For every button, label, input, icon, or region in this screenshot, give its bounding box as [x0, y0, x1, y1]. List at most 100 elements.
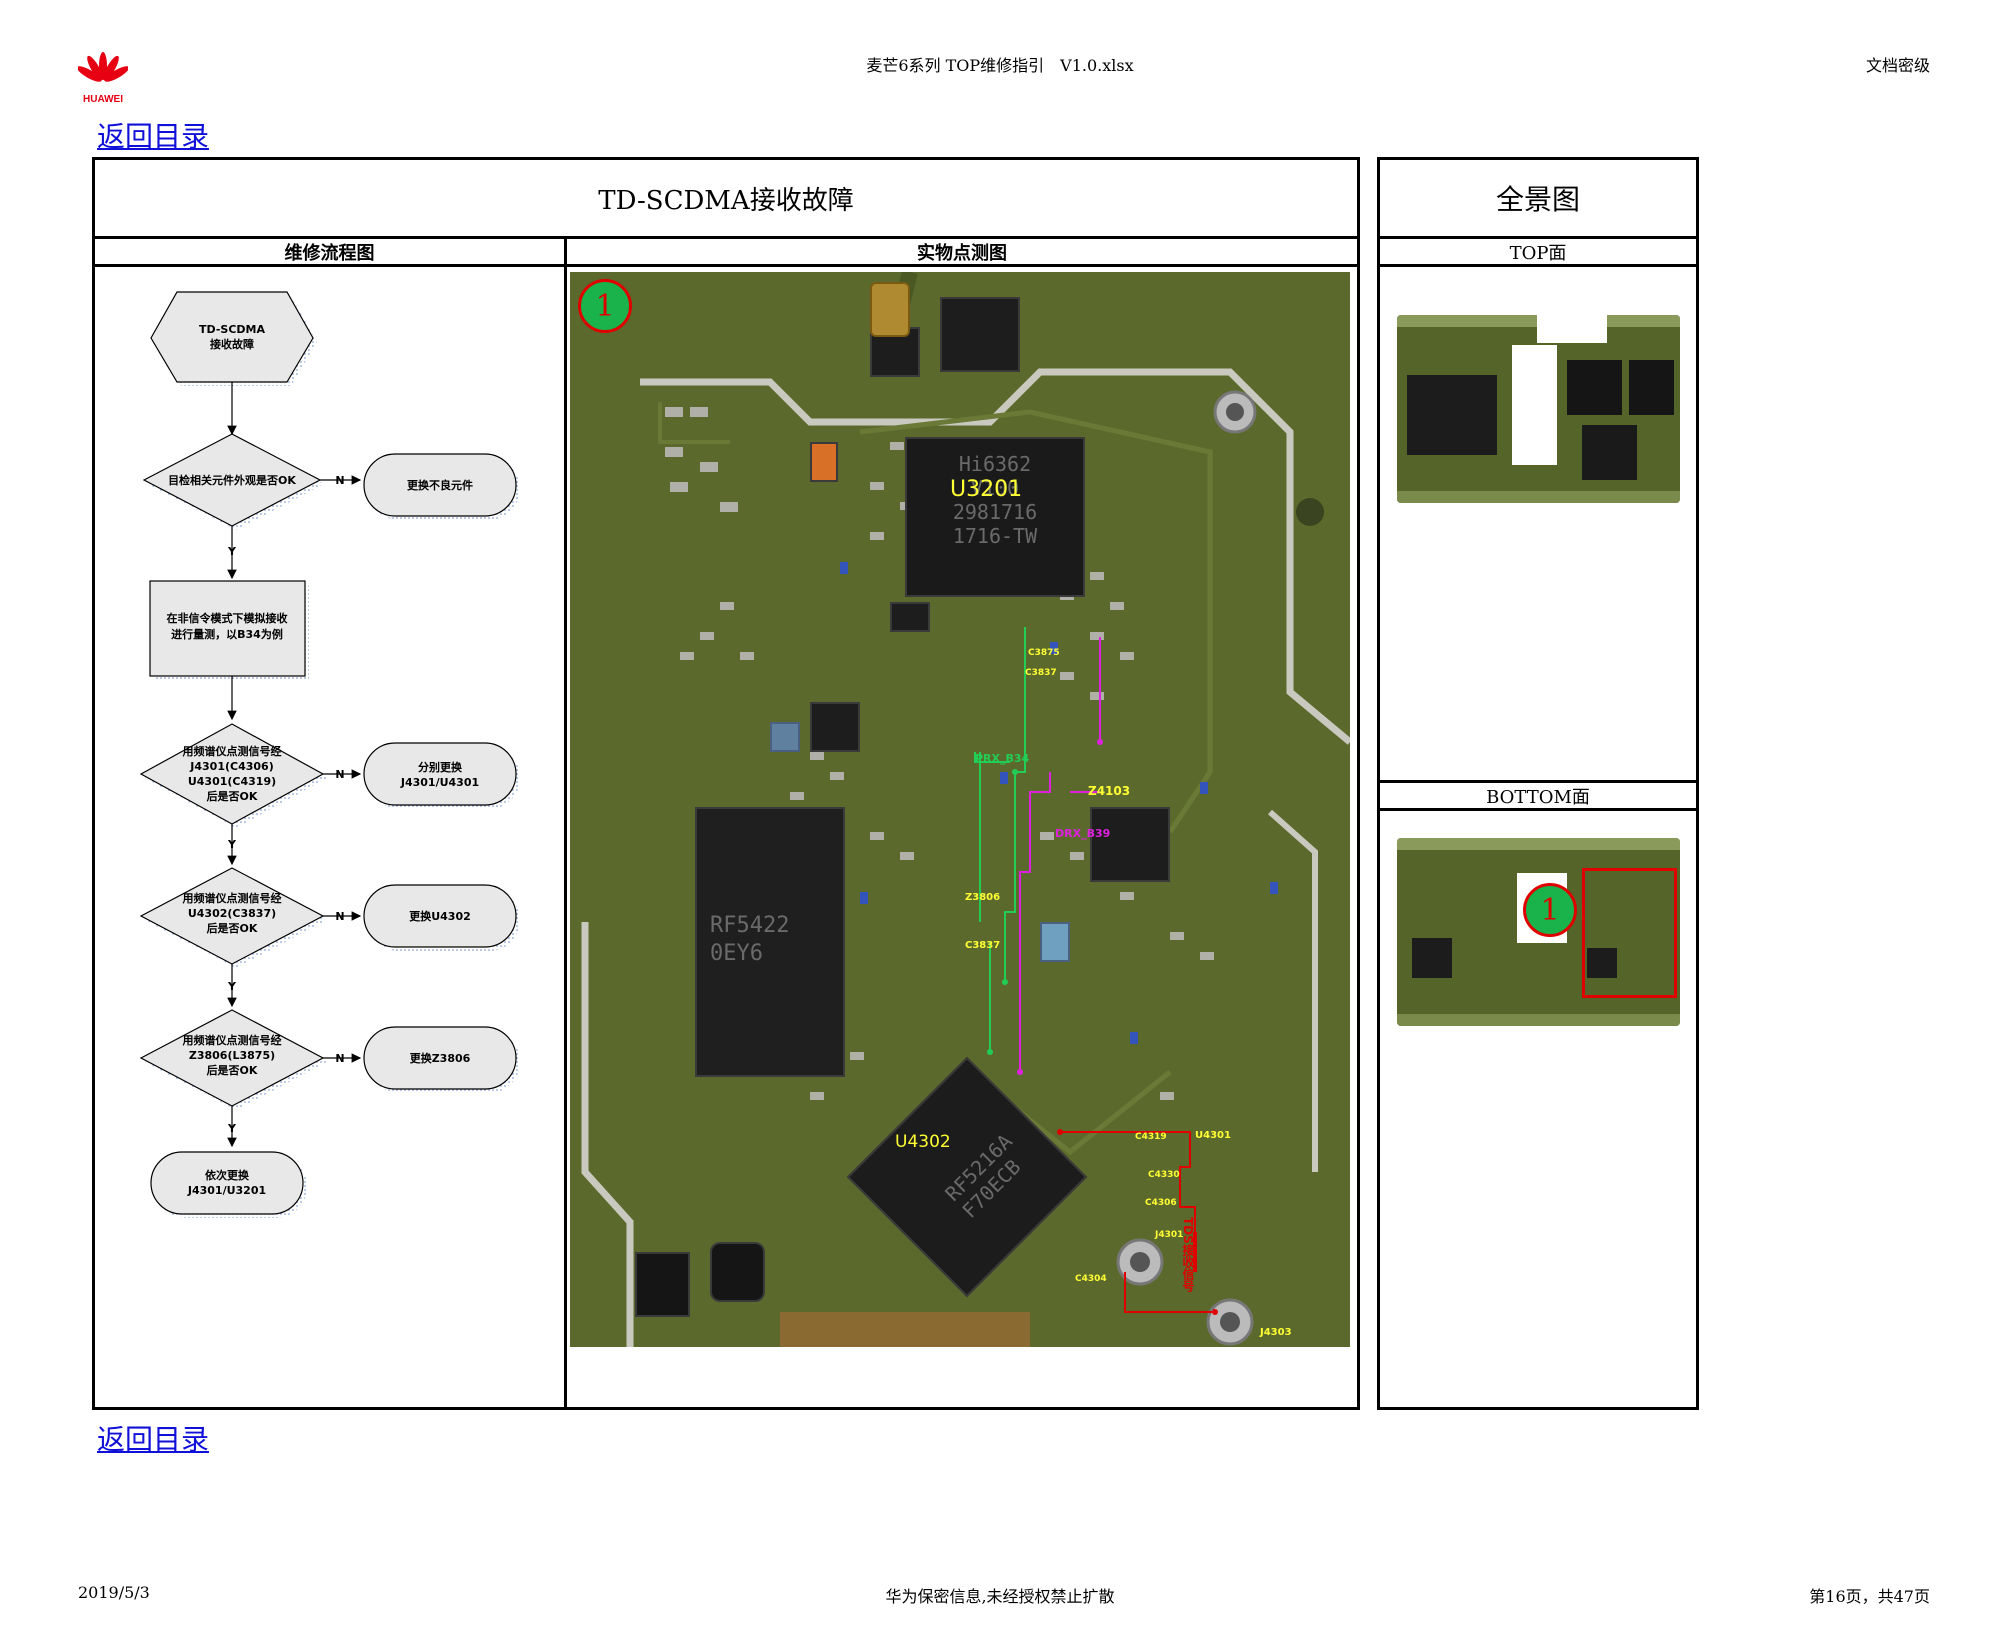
back-to-contents-link-top[interactable]: 返回目录 [97, 120, 210, 153]
photo-marker-text: 1 [595, 288, 615, 324]
huawei-flower-icon [76, 52, 130, 82]
label-j4303: J4303 [1260, 1327, 1292, 1338]
column-divider [564, 267, 567, 1407]
flow-header: 维修流程图 [95, 239, 567, 267]
action-3 [363, 884, 517, 948]
footer-date: 2019/5/3 [78, 1583, 150, 1602]
action-3-text: 更换U4302 [409, 909, 471, 923]
label-u4302: U4302 [895, 1132, 951, 1152]
label-u4301: U4301 [1195, 1130, 1231, 1141]
decision-4-text-1: 用频谱仪点测信号经 [183, 1033, 282, 1047]
label-c3837-top: C3837 [1025, 668, 1057, 678]
chip-small-5 [810, 702, 860, 752]
label-c4306: C4306 [1145, 1198, 1177, 1208]
overview-marker-text: 1 [1540, 892, 1560, 928]
process-1 [149, 580, 306, 677]
decision-2-text-1: 用频谱仪点测信号经 [183, 744, 282, 758]
chip-u3201-text: Hi6362 V100 2981716 1716-TW [915, 452, 1075, 548]
overview-title: 全景图 [1380, 160, 1696, 239]
classification-label: 文档密级 [1865, 56, 1930, 75]
no-label-3: N [335, 910, 344, 923]
file-title: 麦芒6系列 TOP维修指引 V1.0.xlsx [866, 56, 1134, 75]
main-title: TD-SCDMA接收故障 [95, 160, 1357, 239]
top-board-image [1397, 315, 1680, 503]
action-2 [363, 742, 517, 806]
start-text-2: 接收故障 [210, 337, 254, 351]
decision-2-text-4: 后是否OK [207, 789, 258, 803]
start-shape [150, 291, 314, 383]
chip-small-4 [890, 602, 930, 632]
photo-header: 实物点测图 [567, 239, 1357, 267]
decision-3-text-3: 后是否OK [207, 921, 258, 935]
chip-inductor [635, 1252, 690, 1317]
decision-3-text-1: 用频谱仪点测信号经 [183, 891, 282, 905]
action-4-text: 更换Z3806 [410, 1051, 471, 1065]
back-to-contents-link-bottom[interactable]: 返回目录 [97, 1423, 210, 1456]
label-z4103: Z4103 [1088, 784, 1131, 798]
label-u3201: U3201 [950, 477, 1023, 502]
no-label-4: N [335, 1052, 344, 1065]
start-text-1: TD-SCDMA [199, 323, 265, 336]
yes-label-4: Y [227, 1122, 237, 1135]
overview-bottom-label: BOTTOM面 [1380, 783, 1696, 811]
yes-label-3: Y [227, 980, 237, 993]
decision-2 [139, 723, 325, 825]
action-4 [363, 1026, 517, 1090]
chip-ic-teal [770, 722, 800, 752]
decision-2-text-2: J4301(C4306) [189, 760, 273, 773]
label-prx: PRX_B34 [975, 752, 1030, 765]
photo-marker: 1 [578, 279, 632, 333]
end-text-2: J4301/U3201 [187, 1184, 266, 1197]
label-z3806: Z3806 [965, 892, 1001, 903]
bottom-board-highlight [1582, 868, 1677, 998]
chip-rf5422-text: RF5422 0EY6 [710, 912, 789, 968]
chip-ic-teal-2 [1040, 922, 1070, 962]
u3201-marking-1: Hi6362 [958, 452, 1032, 476]
chip-inductor-2 [710, 1242, 765, 1302]
chip-rf5422 [695, 807, 845, 1077]
yes-label-2: Y [227, 838, 237, 851]
decision-3-text-2: U4302(C3837) [188, 907, 276, 920]
label-c3837-bottom: C3837 [965, 940, 1001, 951]
overview-mid-divider [1380, 780, 1696, 783]
overview-panel [1377, 157, 1699, 1410]
chip-u3201 [905, 437, 1085, 597]
flowchart: TD-SCDMA 接收故障 目检相关元件外观是否OK N 更换不良元件 Y 在非… [139, 291, 520, 1218]
no-label-1: N [335, 474, 344, 487]
label-j4301: J4301 [1155, 1230, 1184, 1240]
decision-4-text-2: Z3806(L3875) [189, 1049, 275, 1062]
label-drx: DRX_B39 [1055, 827, 1111, 840]
decision-1-text: 目检相关元件外观是否OK [168, 473, 296, 487]
overview-marker: 1 [1523, 883, 1577, 937]
process-1-text-2: 进行量测，以B34为例 [171, 627, 283, 641]
label-rx-signal: TDS接收信号 [1181, 1217, 1195, 1292]
rf5422-marking-1: RF5422 [710, 913, 790, 938]
chip-orange [810, 442, 838, 482]
label-c4330: C4330 [1148, 1170, 1180, 1180]
main-table [92, 157, 1360, 1410]
label-c3875: C3875 [1028, 648, 1060, 658]
u3201-marking-3: 2981716 [952, 500, 1038, 524]
decision-2-text-3: U4301(C4319) [188, 775, 276, 788]
pcb-photo: 1 Hi6362 V100 2981716 1716-TW U3201 RF54… [570, 272, 1350, 1347]
brand-text: HUAWEI [83, 94, 123, 105]
no-label-2: N [335, 768, 344, 781]
action-2-text-2: J4301/U4301 [400, 776, 479, 789]
end-shape [150, 1151, 304, 1215]
chip-small-3 [1090, 807, 1170, 882]
chip-ic-gold [870, 282, 910, 337]
action-2-text-1: 分别更换 [418, 760, 463, 774]
action-1-text: 更换不良元件 [407, 478, 473, 492]
process-1-text-1: 在非信令模式下模拟接收 [167, 611, 288, 625]
action-1 [363, 453, 517, 517]
decision-4-text-3: 后是否OK [207, 1063, 258, 1077]
footer-page: 第16页，共47页 [1809, 1587, 1930, 1606]
chip-small-1 [940, 297, 1020, 372]
huawei-logo: HUAWEI [76, 52, 130, 105]
end-text-1: 依次更换 [205, 1168, 250, 1182]
u3201-marking-4: 1716-TW [952, 524, 1038, 548]
label-c4319: C4319 [1135, 1132, 1167, 1142]
overview-top-label: TOP面 [1380, 239, 1696, 267]
rf5422-marking-2: 0EY6 [710, 941, 763, 966]
label-c4304: C4304 [1075, 1274, 1107, 1284]
